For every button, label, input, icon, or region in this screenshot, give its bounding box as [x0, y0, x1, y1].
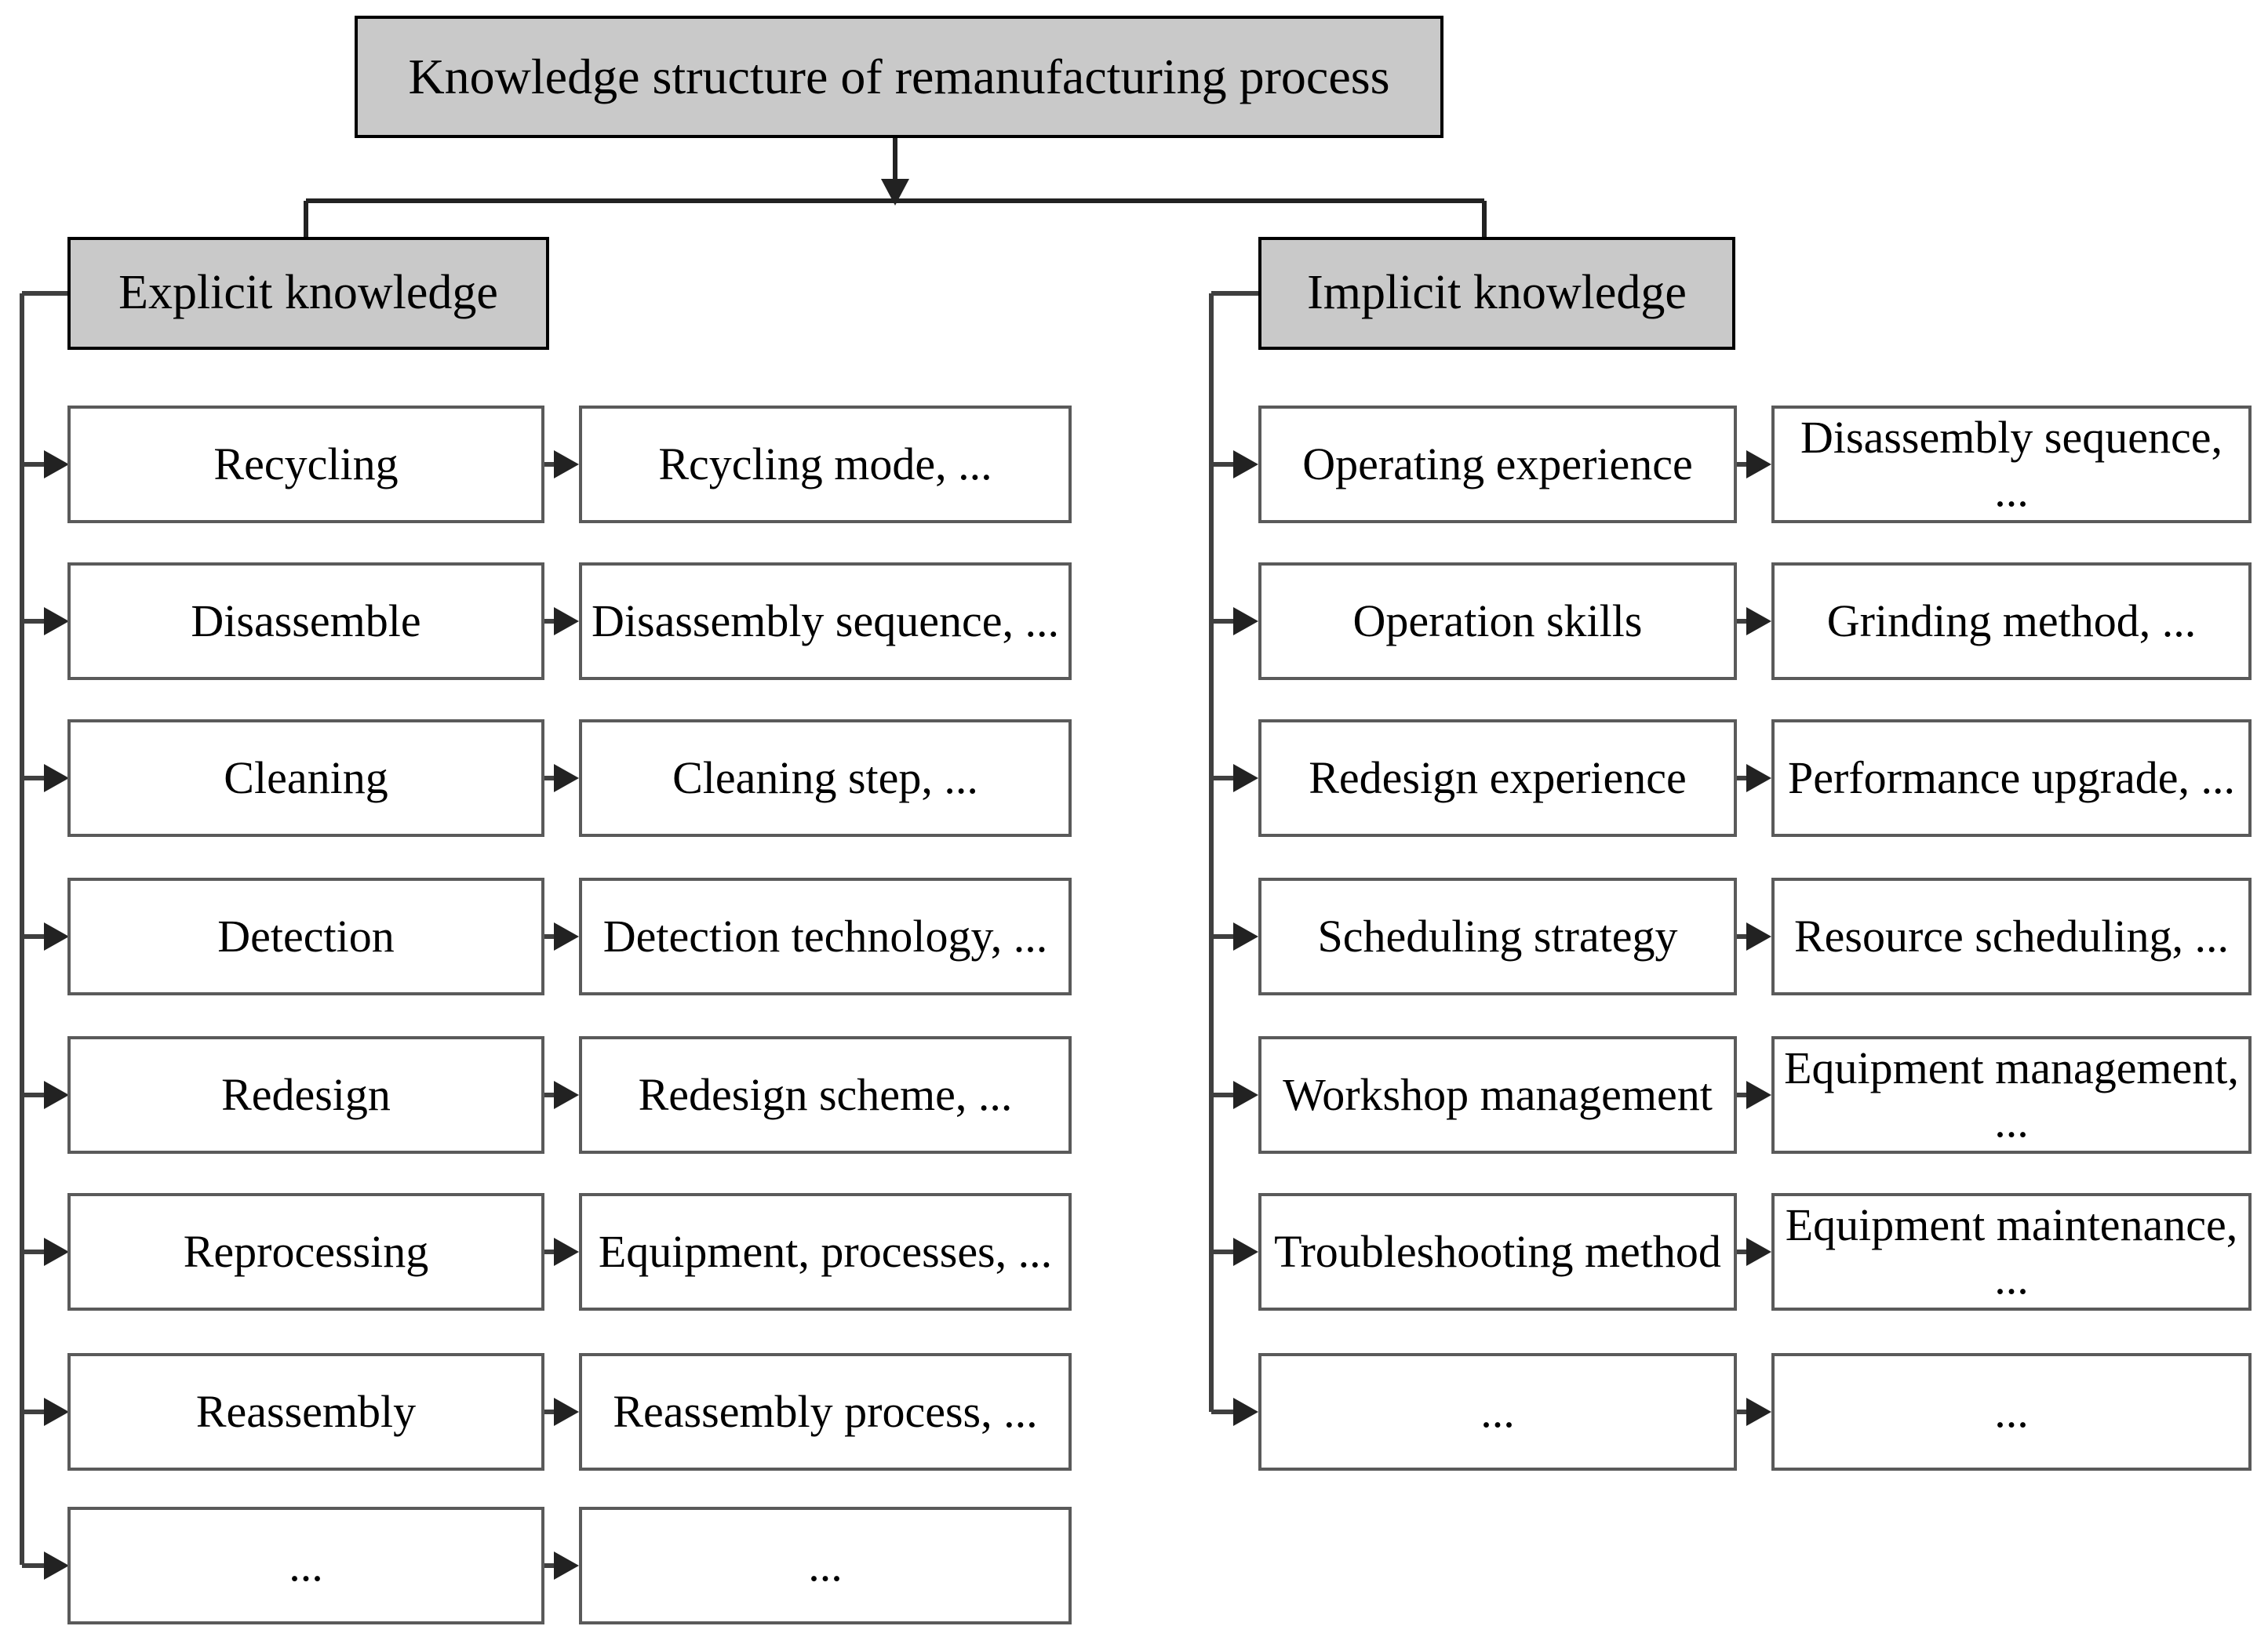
category-box[interactable]: Scheduling strategy [1258, 878, 1737, 995]
detail-box[interactable]: ... [1771, 1353, 2252, 1471]
category-box[interactable]: Cleaning [67, 719, 544, 837]
detail-box[interactable]: Disassembly sequence, ... [579, 562, 1072, 680]
detail-box[interactable]: Cleaning step, ... [579, 719, 1072, 837]
detail-box-label: Cleaning step, ... [672, 751, 978, 803]
category-box-label: Troubleshooting method [1274, 1225, 1721, 1277]
category-box-label: Disassemble [191, 595, 421, 646]
detail-box[interactable]: Disassembly sequence, ... [1771, 406, 2252, 523]
category-box[interactable]: Recycling [67, 406, 544, 523]
detail-box[interactable]: Redesign scheme, ... [579, 1036, 1072, 1154]
category-box-label: Scheduling strategy [1317, 910, 1678, 962]
category-box[interactable]: Operation skills [1258, 562, 1737, 680]
detail-box-label: Disassembly sequence, ... [592, 595, 1059, 646]
detail-box[interactable]: Resource scheduling, ... [1771, 878, 2252, 995]
detail-box-label: Equipment management, ... [1784, 1042, 2239, 1147]
branch-header-implicit[interactable]: Implicit knowledge [1258, 237, 1735, 350]
detail-box[interactable]: ... [579, 1507, 1072, 1624]
category-box-label: Detection [217, 910, 395, 962]
detail-box-label: ... [808, 1539, 843, 1591]
detail-box-label: Resource scheduling, ... [1793, 910, 2230, 962]
category-box-label: Operation skills [1352, 595, 1643, 646]
detail-box[interactable]: Grinding method, ... [1771, 562, 2252, 680]
detail-box[interactable]: Reassembly process, ... [579, 1353, 1072, 1471]
category-box-label: Redesign [221, 1068, 391, 1120]
detail-box-label: Performance upgrade, ... [1787, 751, 2236, 803]
category-box[interactable]: ... [67, 1507, 544, 1624]
category-box-label: ... [289, 1539, 323, 1591]
category-box[interactable]: Redesign [67, 1036, 544, 1154]
category-box[interactable]: Redesign experience [1258, 719, 1737, 837]
branch-header-implicit-label: Implicit knowledge [1307, 266, 1687, 320]
detail-box[interactable]: Equipment, processes, ... [579, 1193, 1072, 1311]
root-node[interactable]: Knowledge structure of remanufacturing p… [355, 16, 1443, 138]
detail-box-label: Equipment, processes, ... [598, 1225, 1053, 1277]
detail-box[interactable]: Performance upgrade, ... [1771, 719, 2252, 837]
category-box-label: Reprocessing [183, 1225, 429, 1277]
category-box[interactable]: Operating experience [1258, 406, 1737, 523]
branch-header-explicit[interactable]: Explicit knowledge [67, 237, 549, 350]
detail-box-label: Reassembly process, ... [613, 1385, 1038, 1437]
category-box-label: Redesign experience [1309, 751, 1687, 803]
root-node-label: Knowledge structure of remanufacturing p… [408, 49, 1390, 105]
category-box-label: ... [1480, 1385, 1515, 1437]
detail-box-label: Disassembly sequence, ... [1800, 411, 2222, 516]
detail-box[interactable]: Detection technology, ... [579, 878, 1072, 995]
category-box[interactable]: Disassemble [67, 562, 544, 680]
category-box-label: Recycling [213, 438, 399, 489]
category-box-label: Cleaning [224, 751, 388, 803]
branch-header-explicit-label: Explicit knowledge [118, 266, 498, 320]
category-box-label: Workshop management [1283, 1068, 1713, 1120]
detail-box-label: Rcycling mode, ... [658, 438, 992, 489]
detail-box[interactable]: Rcycling mode, ... [579, 406, 1072, 523]
detail-box-label: Redesign scheme, ... [638, 1068, 1013, 1120]
detail-box-label: Grinding method, ... [1826, 595, 2197, 646]
detail-box-label: ... [1994, 1385, 2029, 1437]
category-box[interactable]: ... [1258, 1353, 1737, 1471]
category-box-label: Operating experience [1302, 438, 1693, 489]
detail-box-label: Detection technology, ... [602, 910, 1048, 962]
category-box-label: Reassembly [195, 1385, 417, 1437]
category-box[interactable]: Reassembly [67, 1353, 544, 1471]
detail-box[interactable]: Equipment management, ... [1771, 1036, 2252, 1154]
detail-box-label: Equipment maintenance, ... [1785, 1199, 2238, 1304]
category-box[interactable]: Workshop management [1258, 1036, 1737, 1154]
detail-box[interactable]: Equipment maintenance, ... [1771, 1193, 2252, 1311]
category-box[interactable]: Detection [67, 878, 544, 995]
category-box[interactable]: Reprocessing [67, 1193, 544, 1311]
category-box[interactable]: Troubleshooting method [1258, 1193, 1737, 1311]
